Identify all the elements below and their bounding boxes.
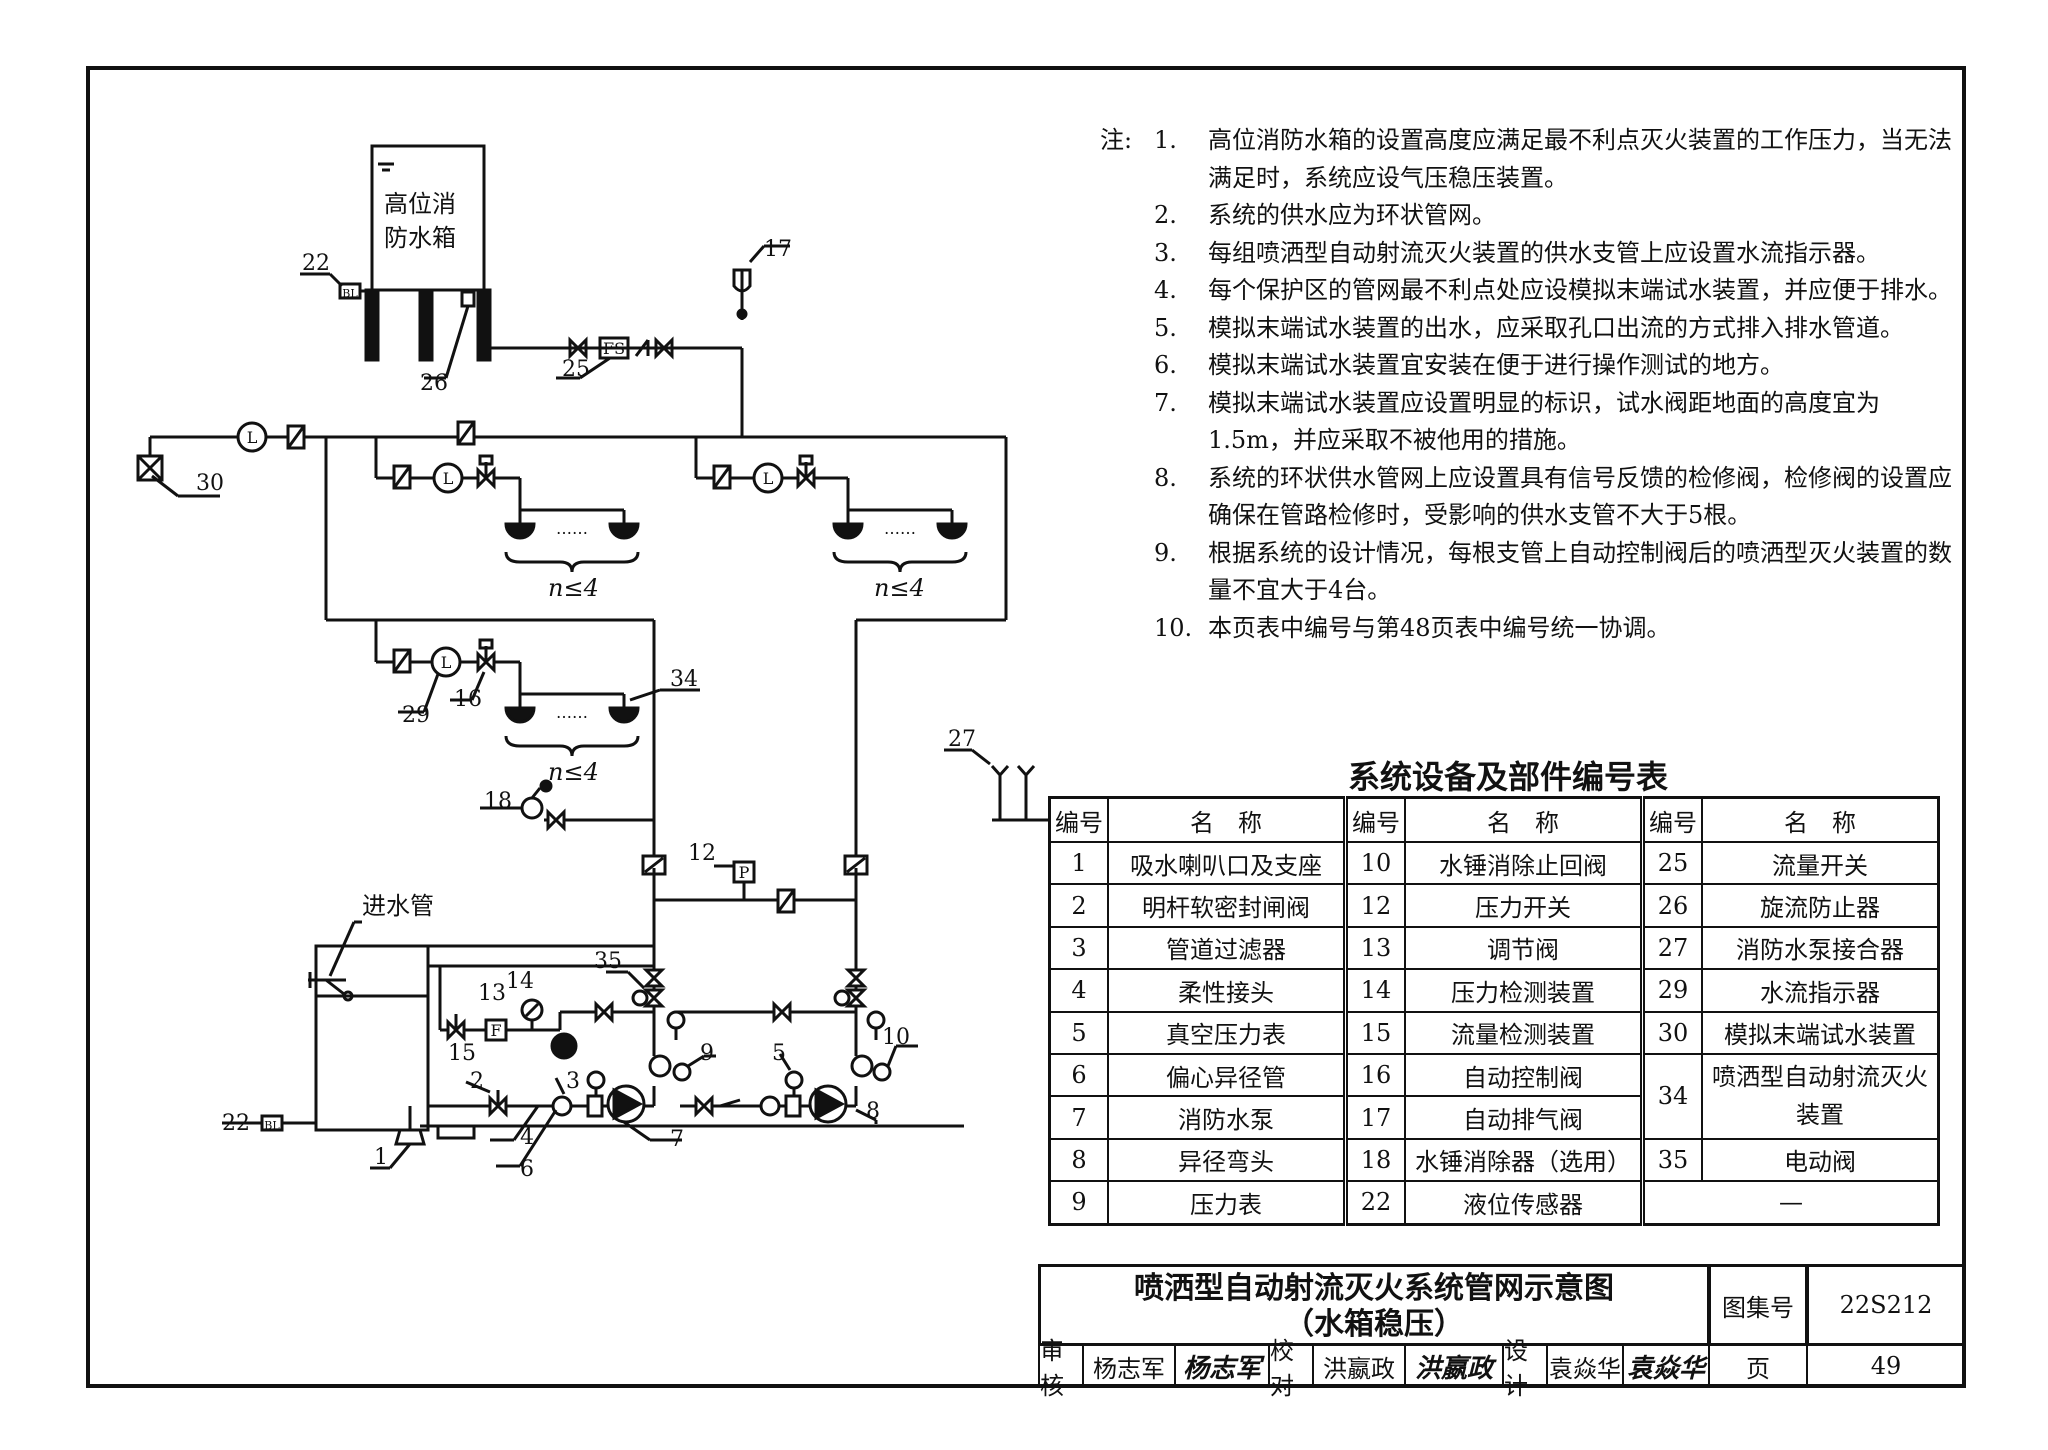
callout-5: 5 bbox=[772, 1041, 786, 1066]
callout-18: 18 bbox=[484, 789, 512, 814]
flow-label-b: L bbox=[763, 469, 774, 488]
note-item: 7. 模拟末端试水装置应设置明显的标识，试水阀距地面的高度宜为1.5m，并应采取… bbox=[1154, 388, 1880, 455]
dots-c: …… bbox=[556, 703, 588, 722]
callout-10: 10 bbox=[882, 1025, 910, 1050]
callout-30: 30 bbox=[196, 471, 224, 496]
flow-label-a: L bbox=[443, 469, 454, 488]
review-signature: 杨志军 bbox=[1174, 1344, 1270, 1388]
tank-label-1: 高位消 bbox=[384, 190, 456, 218]
note-item: 9. 根据系统的设计情况，每根支管上自动控制阀后的喷洒型灭火装置的数量不宜大于4… bbox=[1154, 538, 1952, 605]
table-row: 4 柔性接头 14 压力检测装置 29 水流指示器 bbox=[1048, 968, 1940, 1013]
table-row: 7 消防水泵 17 自动排气阀 bbox=[1048, 1095, 1939, 1140]
bl-label-top: BL bbox=[342, 287, 358, 300]
title-block: 喷洒型自动射流灭火系统管网示意图 （水箱稳压） 图集号 22S212 审核 杨志… bbox=[1038, 1264, 1966, 1400]
callout-22-bottom: 22 bbox=[222, 1111, 250, 1136]
note-item: 4. 每个保护区的管网最不利点处应设模拟末端试水装置，并应便于排水。 bbox=[1154, 276, 1952, 304]
callout-3: 3 bbox=[566, 1069, 580, 1094]
callout-15: 15 bbox=[448, 1041, 476, 1066]
bl-label-bottom: BL bbox=[264, 1119, 280, 1132]
callout-1: 1 bbox=[374, 1145, 388, 1170]
callout-4: 4 bbox=[520, 1125, 534, 1150]
drawing-frame bbox=[86, 66, 1966, 1388]
check-name: 洪嬴政 bbox=[1312, 1344, 1406, 1388]
note-item: 8. 系统的环状供水管网上应设置具有信号反馈的检修阀，检修阀的设置应确保在管路检… bbox=[1154, 463, 1952, 530]
n-label-c: n≤4 bbox=[548, 758, 599, 786]
n-label-b: n≤4 bbox=[874, 574, 925, 602]
atlas-number: 22S212 bbox=[1806, 1264, 1966, 1346]
table-row: 3 管道过滤器 13 调节阀 27 消防水泵接合器 bbox=[1048, 925, 1940, 971]
table-row: 9 压力表 22 液位传感器 — bbox=[1048, 1180, 1940, 1226]
check-label: 校对 bbox=[1268, 1337, 1314, 1400]
design-name: 袁焱华 bbox=[1546, 1344, 1624, 1388]
page-number: 49 bbox=[1806, 1344, 1966, 1388]
callout-14: 14 bbox=[506, 969, 534, 994]
inlet-label: 进水管 bbox=[362, 892, 434, 920]
callout-26: 26 bbox=[420, 371, 448, 396]
fs-label: FS bbox=[603, 339, 625, 358]
notes-lead: 注: bbox=[1100, 126, 1133, 154]
callout-17: 17 bbox=[764, 237, 792, 262]
callout-25: 25 bbox=[562, 357, 590, 382]
callout-7: 7 bbox=[670, 1127, 684, 1152]
callout-27: 27 bbox=[948, 727, 976, 752]
note-item: 3. 每组喷洒型自动射流灭火装置的供水支管上应设置水流指示器。 bbox=[1154, 238, 1880, 267]
note-item: 注: 1. 高位消防水箱的设置高度应满足最不利点灭火装置的工作压力，当无法满足时… bbox=[1092, 122, 1964, 197]
table-header-row: 编号 名 称 编号 名 称 编号 名 称 bbox=[1048, 796, 1940, 843]
parts-table: 编号 名 称 编号 名 称 编号 名 称 1 吸水喇叭口及支座 10 水锤消除止… bbox=[1048, 796, 1940, 1226]
table-row: 1 吸水喇叭口及支座 10 水锤消除止回阀 25 流量开关 bbox=[1048, 840, 1940, 886]
table-row: 8 异径弯头 18 水锤消除器（选用） 35 电动阀 bbox=[1048, 1137, 1940, 1183]
notes-block: 注: 1. 高位消防水箱的设置高度应满足最不利点灭火装置的工作压力，当无法满足时… bbox=[1092, 122, 1964, 647]
design-label: 设计 bbox=[1502, 1337, 1548, 1400]
dots-b: …… bbox=[884, 519, 916, 538]
note-item: 2. 系统的供水应为环状管网。 bbox=[1154, 201, 1496, 229]
callout-8: 8 bbox=[866, 1099, 880, 1124]
tank-label-2: 防水箱 bbox=[384, 224, 456, 252]
callout-22-top: 22 bbox=[302, 251, 330, 276]
note-item: 10. 本页表中编号与第48页表中编号统一协调。 bbox=[1154, 613, 1671, 642]
review-name: 杨志军 bbox=[1082, 1344, 1176, 1388]
callout-29: 29 bbox=[402, 703, 430, 728]
table-title: 系统设备及部件编号表 bbox=[1347, 758, 1668, 796]
high-tank bbox=[370, 144, 486, 292]
callout-13: 13 bbox=[478, 981, 506, 1006]
f-label: F bbox=[490, 1021, 501, 1040]
callout-6: 6 bbox=[520, 1157, 534, 1182]
drawing-title: 喷洒型自动射流灭火系统管网示意图 （水箱稳压） bbox=[1038, 1264, 1710, 1346]
table-row: 5 真空压力表 15 流量检测装置 30 模拟末端试水装置 bbox=[1048, 1010, 1940, 1055]
flow-label-c: L bbox=[441, 653, 452, 672]
check-signature: 洪嬴政 bbox=[1404, 1344, 1504, 1388]
design-signature: 袁焱华 bbox=[1622, 1344, 1710, 1388]
callout-2: 2 bbox=[470, 1069, 484, 1094]
callout-35: 35 bbox=[594, 949, 622, 974]
callout-34: 34 bbox=[670, 667, 698, 692]
note-item: 6. 模拟末端试水装置宜安装在便于进行操作测试的地方。 bbox=[1154, 351, 1784, 379]
pipe-network-diagram: 高位消 防水箱 进水管 n≤4 n≤4 n≤4 FS L L L L BL BL… bbox=[136, 144, 1048, 1182]
p-label: P bbox=[739, 863, 750, 882]
flow-label-main: L bbox=[247, 428, 258, 447]
callout-16: 16 bbox=[454, 687, 482, 712]
atlas-label: 图集号 bbox=[1708, 1264, 1808, 1346]
callout-12: 12 bbox=[688, 841, 716, 866]
page-label: 页 bbox=[1708, 1344, 1808, 1388]
note-item: 5. 模拟末端试水装置的出水，应采取孔口出流的方式排入排水管道。 bbox=[1154, 313, 1904, 342]
n-label-a: n≤4 bbox=[548, 574, 599, 602]
dots-a: …… bbox=[556, 519, 588, 538]
table-row: 2 明杆软密封闸阀 12 压力开关 26 旋流防止器 bbox=[1048, 883, 1940, 928]
review-label: 审核 bbox=[1038, 1337, 1084, 1400]
callout-9: 9 bbox=[700, 1041, 714, 1066]
table-row: 6 偏心异径管 16 自动控制阀 34 喷洒型自动射流灭火装置 bbox=[1048, 1052, 1940, 1140]
